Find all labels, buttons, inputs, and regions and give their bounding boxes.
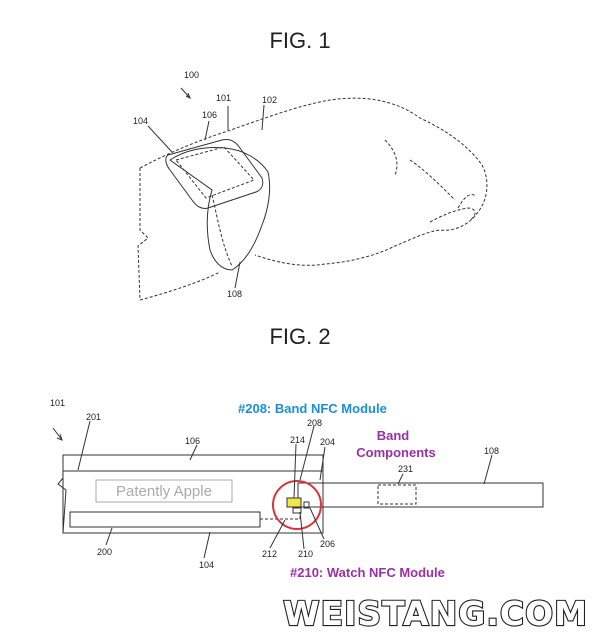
- fig2-ref-231: 231: [398, 464, 413, 474]
- fig1-title: FIG. 1: [269, 28, 330, 53]
- fig2-ref-108: 108: [484, 446, 499, 456]
- brand-logo: WEISTANG.COM: [283, 594, 588, 633]
- watch-nfc-annotation: #210: Watch NFC Module: [290, 565, 445, 580]
- watermark-box: [95, 479, 233, 503]
- fig1-leaders: [147, 87, 265, 289]
- nfc-modules: [286, 497, 310, 514]
- fig2-ref-206: 206: [320, 539, 335, 549]
- fig1-ref-101: 101: [216, 93, 231, 103]
- highlight-circle: [272, 480, 322, 530]
- band-components-line2: Components: [356, 445, 435, 460]
- watch-band: [169, 147, 271, 271]
- fig1-ref-108: 108: [227, 289, 242, 299]
- fig2-ref-200: 200: [97, 547, 112, 557]
- fig1-ref-104: 104: [133, 116, 148, 126]
- fig2-ref-212: 212: [262, 549, 277, 559]
- fig2-ref-201: 201: [86, 412, 101, 422]
- fig2-ref-101: 101: [50, 398, 65, 408]
- fig2-leaders: [52, 420, 493, 559]
- fig2-ref-204: 204: [320, 437, 335, 447]
- fig1-ref-102: 102: [262, 95, 277, 105]
- watermark-text: Patently Apple: [116, 483, 212, 500]
- nfc-module-208: [286, 497, 302, 508]
- fig2-title: FIG. 2: [269, 324, 330, 349]
- fig2-ref-208: 208: [307, 418, 322, 428]
- fig2-ref-210: 210: [298, 549, 313, 559]
- arm-outline: [137, 97, 488, 301]
- fig2-band: [260, 482, 544, 520]
- fig1-ref-100: 100: [184, 70, 199, 80]
- band-components-line1: Band: [377, 428, 410, 443]
- fig1-ref-106: 106: [202, 110, 217, 120]
- fig2-ref-104: 104: [199, 560, 214, 570]
- watch-body: [165, 139, 264, 209]
- fig2-ref-214: 214: [290, 435, 305, 445]
- fig2-ref-106: 106: [185, 436, 200, 446]
- band-nfc-annotation: #208: Band NFC Module: [238, 401, 387, 416]
